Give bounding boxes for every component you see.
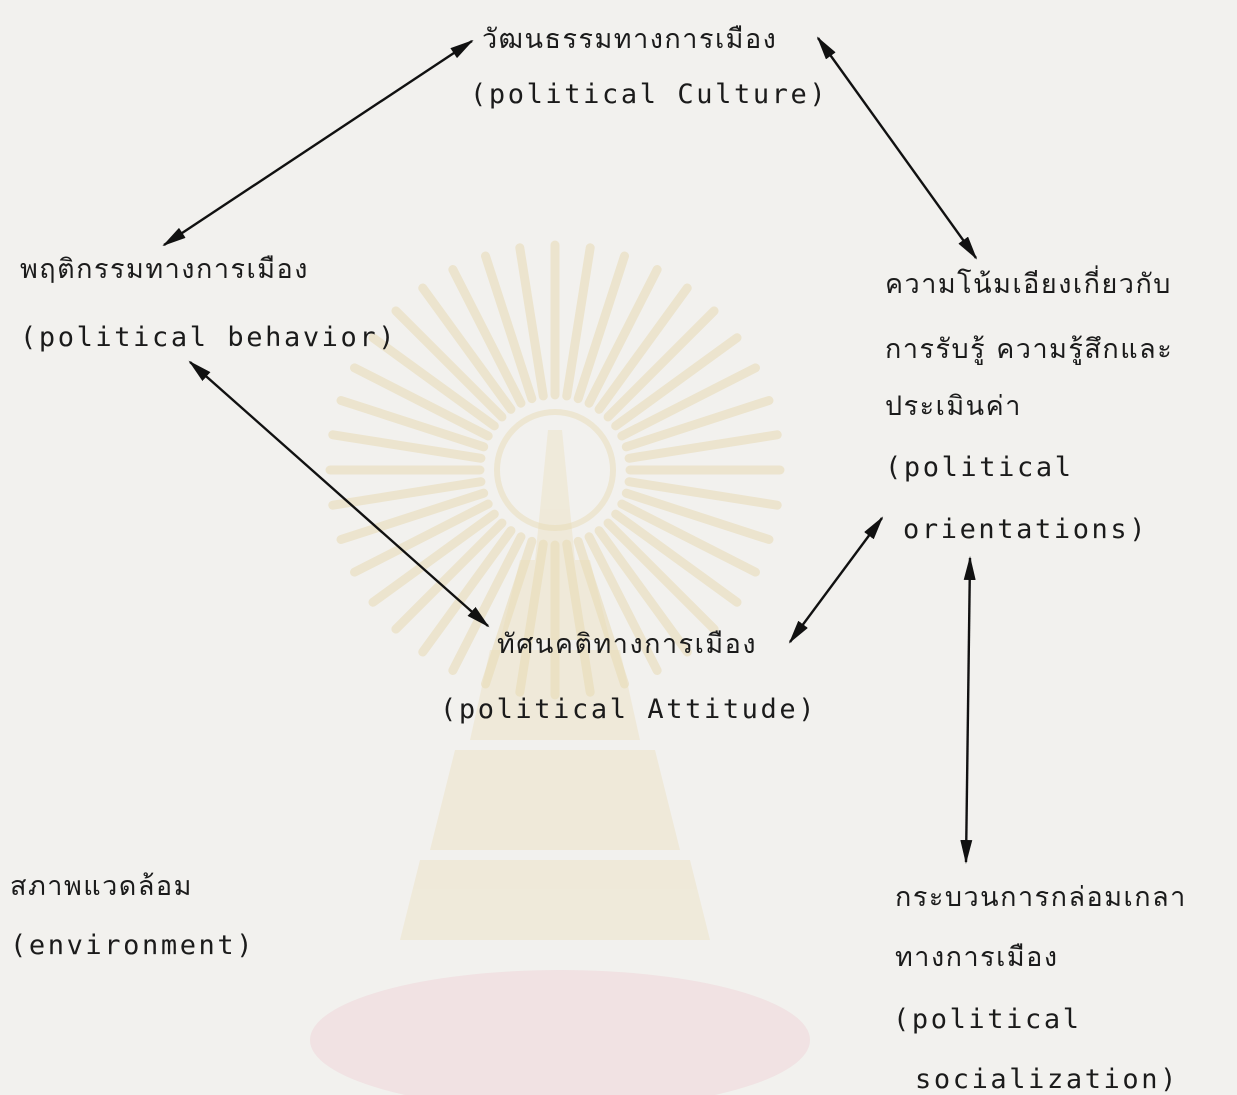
node-political-behavior-thai: พฤติกรรมทางการเมือง: [20, 254, 309, 285]
watermark-ray: [617, 363, 760, 441]
watermark-ray: [515, 539, 548, 697]
watermark-ray: [448, 265, 526, 408]
node-political-orientations-thai-line: ประเมินค่า: [885, 391, 1022, 422]
watermark-ray: [480, 536, 537, 689]
node-political-orientations-thai-line: การรับรู้ ความรู้สึกและ: [885, 334, 1174, 365]
node-political-culture-thai: วัฒนธรรมทางการเมือง: [482, 24, 778, 55]
node-political-attitude-thai: ทัศนคติทางการเมือง: [497, 629, 758, 660]
node-political-culture-english: (political Culture): [470, 79, 829, 110]
watermark-crown: [400, 430, 710, 940]
node-political-socialization-thai-line: กระบวนการกล่อมเกลา: [895, 882, 1187, 913]
watermark-ray: [594, 526, 692, 657]
watermark-ray: [584, 265, 662, 408]
arrow-culture-orientations: [816, 36, 978, 260]
watermark-ray: [611, 333, 742, 431]
watermark-ray: [603, 518, 719, 634]
node-political-socialization-english-line: (political: [893, 1004, 1082, 1035]
watermark-ray: [584, 532, 662, 675]
arrow-orientations-attitude: [788, 516, 884, 644]
watermark-ray: [562, 243, 595, 401]
watermark-ray: [621, 395, 774, 452]
watermark-ray: [624, 430, 782, 463]
watermark-ray: [621, 488, 774, 545]
node-political-socialization-english-line: socialization): [915, 1064, 1179, 1095]
node-political-behavior-english: (political behavior): [20, 322, 398, 353]
watermark-halo: [494, 409, 616, 531]
watermark-ray: [603, 306, 719, 422]
watermark-ray: [418, 283, 516, 414]
watermark-ray: [573, 251, 630, 404]
node-environment-thai: สภาพแวดล้อม: [10, 871, 193, 902]
node-political-socialization-thai-line: ทางการเมือง: [895, 942, 1059, 973]
arrow-behavior-attitude: [188, 360, 490, 628]
node-political-orientations-english-line: (political: [885, 452, 1074, 483]
watermark-ray: [624, 477, 782, 510]
watermark-ray: [611, 509, 742, 607]
watermark-ray: [617, 499, 760, 577]
node-political-orientations-thai-line: ความโน้มเอียงเกี่ยวกับ: [885, 269, 1172, 300]
arrow-culture-behavior: [162, 39, 474, 247]
node-environment-english: (environment): [10, 930, 256, 961]
watermark-ray: [573, 536, 630, 689]
arrow-orientations-socialization: [960, 556, 976, 864]
node-political-orientations-english-line: orientations): [903, 514, 1149, 545]
watermark-ray: [480, 251, 537, 404]
node-political-attitude-english: (political Attitude): [440, 694, 818, 725]
watermark-ray: [515, 243, 548, 401]
watermark-ray: [594, 283, 692, 414]
watermark-ray: [562, 539, 595, 697]
watermark-base: [310, 970, 810, 1095]
